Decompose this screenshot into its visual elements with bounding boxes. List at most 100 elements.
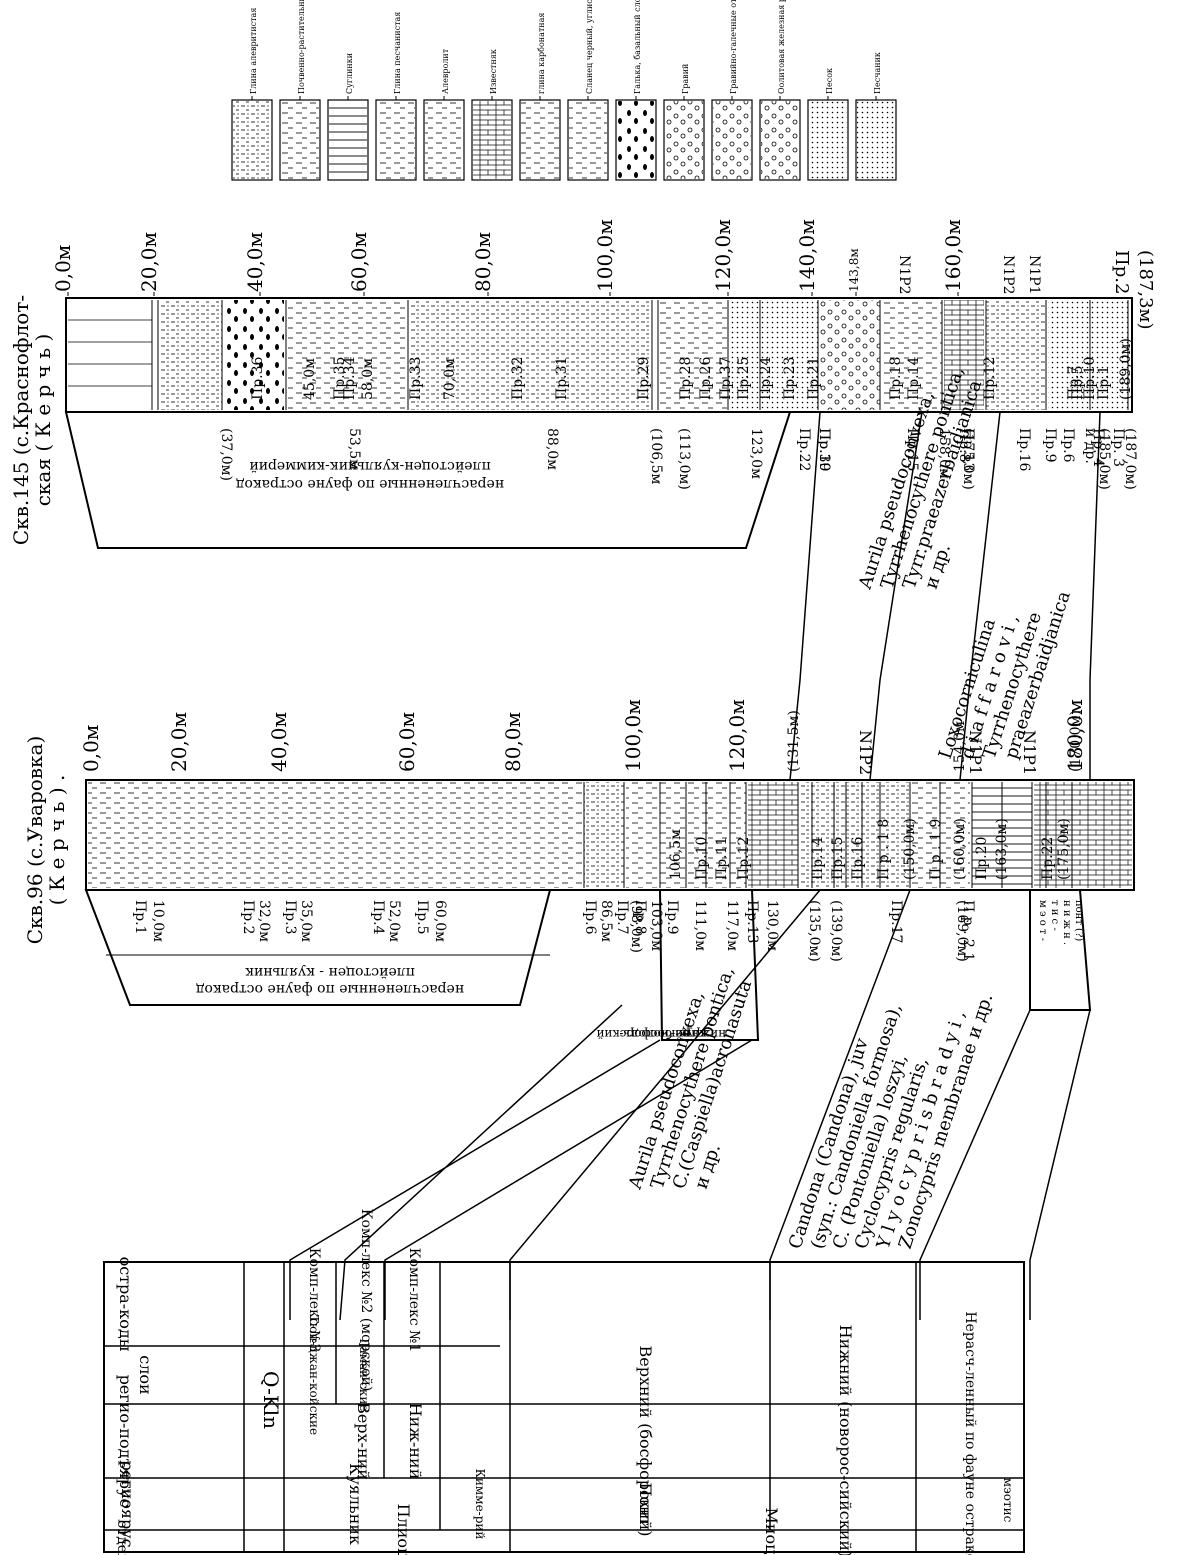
strat-table-text: остра-коды xyxy=(116,1257,135,1352)
well-145-sample-label: 70,0м xyxy=(442,358,458,400)
well-96-sample-label-lower: (98,0м) xyxy=(628,900,644,953)
legend-label: Галька, базальный слой xyxy=(633,0,642,94)
legend-label: Глина алевритистая xyxy=(249,8,258,94)
well-145-sample-label: Пр.25 xyxy=(736,357,752,400)
strat-table-text: Куяльник xyxy=(346,1463,365,1545)
well-96-sample-label-lower: Пр.6 xyxy=(582,900,598,935)
well-145-sample-label: Пр.26 xyxy=(698,356,714,400)
well-96: нерасчлененные по фауне остракод плейсто… xyxy=(23,736,1135,1041)
well-96-sample-label-lower: Пр.3 xyxy=(282,900,298,935)
legend-label: Алевролит xyxy=(441,48,450,94)
strat-table-text: Гаман-ские xyxy=(357,1339,371,1412)
well-145-sample-label: Пр.35 xyxy=(332,357,348,400)
well-96-sample-label-lower: Пр.8 xyxy=(632,900,648,935)
well-145-sample-label: 45,0м xyxy=(302,358,318,400)
well-96-sample-label-lower: 32,0м xyxy=(256,900,272,942)
well-145-sample-label-lower: (113,0м) xyxy=(676,428,692,490)
legend-swatch-fill xyxy=(281,101,319,179)
well-96-bosfor-text: региоподъ- xyxy=(619,1027,690,1041)
well-96-sample-label: (175,0м) xyxy=(1056,818,1072,880)
strat-table-text: Понт xyxy=(636,1482,655,1525)
well-96-sample-label-lower: (135,0м) xyxy=(806,900,822,962)
well-145-sample-label-lower: 123,0м xyxy=(748,428,764,479)
strat-table-text: Верх-ний xyxy=(354,1402,373,1480)
legend-swatch-fill xyxy=(473,101,511,179)
well-96-depth-label: 60,0м xyxy=(395,712,419,772)
well-145-sample-label: Пр.1 xyxy=(1096,365,1112,400)
well-145-box-text-1: нерасчлененные по фауне остракод xyxy=(235,476,504,492)
strat-table-text: регио-подъярус xyxy=(116,1375,135,1508)
well-145-sample-label: Пр.32 xyxy=(510,357,526,400)
well-145-sample-label: Пр.34 xyxy=(342,356,358,400)
well-96-sample-label-lower: Пр.2 xyxy=(240,900,256,935)
legend-swatch-fill xyxy=(857,101,895,179)
well-96-sample-label: 106,5м xyxy=(668,829,684,880)
well-145-sample-label-lower: Пр.9 xyxy=(1042,428,1058,463)
legend-swatch-fill xyxy=(617,101,655,179)
well-96-title-1: Скв.96 (с.Уваровка) xyxy=(23,736,47,945)
strat-table-text: Кимме-рий xyxy=(473,1469,487,1540)
well-145-sample-label: Пр.12 xyxy=(982,357,998,400)
legend-label: Оолитовая железная руда xyxy=(777,0,786,94)
well-145-depth-label: 100,0м xyxy=(593,219,617,292)
well-145-bottom-depth: (187,3м) xyxy=(1135,250,1156,330)
well-96-box-text-1: нерасчлененные по фауне остракод xyxy=(195,981,464,997)
well-96-box-text-2: плейстоцен - куяльник xyxy=(245,964,415,980)
strat-table-text: Ниж-ний xyxy=(406,1403,425,1480)
legend-label: Почвенно-растительный слой xyxy=(297,0,306,94)
well-145-unit-box xyxy=(64,411,792,549)
well-96-sample-label-lower: Пр.1 xyxy=(132,900,148,935)
legend-label: Гравийно-галечные отложения xyxy=(729,0,738,94)
well-96-sample-label: Пр.10 xyxy=(694,837,710,880)
well-96-sample-label: (163,0м) xyxy=(994,818,1010,880)
strat-table-text: Комп-лекс №1 xyxy=(406,1248,422,1353)
well-145-depth-label: 80,0м xyxy=(471,232,495,292)
well-145-sample-label-lower: Пр.16 xyxy=(1016,428,1032,472)
well-96-bosfor-text: нижний xyxy=(675,1027,726,1041)
well-145-sample-label: Пр.36 xyxy=(250,356,266,400)
strat-table-frame xyxy=(103,1261,1025,1553)
well-145-sample-label: Пр.33 xyxy=(408,357,424,400)
legend-label: Песчаник xyxy=(873,52,882,94)
well-145-sample-label: Пр.29 xyxy=(636,357,652,400)
well-96-meotis-text: н и ж н . xyxy=(1061,900,1072,945)
well-145-sample-label: Пр.7 xyxy=(1066,365,1082,400)
well-96-sample-label: П р . 1 9 xyxy=(928,819,944,880)
well-96-sample-label: Пр.15 xyxy=(830,837,846,880)
well-96-sample-label: Пр.14 xyxy=(810,836,826,880)
well-145-sample-label: Пр.28 xyxy=(678,357,694,400)
legend-swatch-fill xyxy=(425,101,463,179)
well-96-sample-label-lower: Пр.4 xyxy=(370,900,386,935)
legend-swatch-fill xyxy=(233,101,271,179)
legend-label: Суглинки xyxy=(345,53,354,94)
well-145-sample-label: Пр.23 xyxy=(782,357,798,400)
well-145-sample-label: Пр.24 xyxy=(758,356,774,400)
well-145-sample-label: Пр.21 xyxy=(806,357,822,400)
well-96-np-label: N1P2 xyxy=(856,730,875,775)
well-96-title-2: ( К е р ч ь ) . xyxy=(45,775,69,906)
strat-table-text: Тюп-джан-койские xyxy=(307,1315,321,1435)
legend-swatch-fill xyxy=(809,101,847,179)
legend-label: Сланец черный, углистый xyxy=(585,0,594,94)
well-96-sample-label-lower: Пр.9 xyxy=(664,900,680,935)
well-96-sample-label: П р . 1 8 xyxy=(876,819,892,880)
well-145-sample-label-lower: Пр.30 xyxy=(816,428,832,471)
well-145-sample-label-lower: Пр. 3 xyxy=(1110,428,1126,467)
well-145-depth-label: 0,0м xyxy=(51,245,75,292)
well-96-sample-label-lower: 103,0м xyxy=(648,900,664,951)
well-96-sample-label-lower: (139,0м) xyxy=(828,900,844,962)
well-96-sample-label-lower: Пр.13 xyxy=(744,900,760,943)
well-145-sample-label: 58,0м xyxy=(360,358,376,400)
well-96-sample-label-lower: 117,0м xyxy=(724,900,740,951)
well-96-sample-label-lower: Пр.5 xyxy=(414,900,430,935)
well-96-sample-label-lower: 86,5м xyxy=(598,900,614,942)
well-145-np-label: N1P2 xyxy=(896,255,912,294)
well-145-sample-label-lower: Пр.19 xyxy=(816,428,832,471)
legend-label: глина карбонатная xyxy=(537,13,546,94)
well-145-depth-label: 160,0м xyxy=(941,219,965,292)
well-145-depth-label: 40,0м xyxy=(243,232,267,292)
well-96-sample-label-lower: Пр.17 xyxy=(888,900,904,943)
legend-label: Песок xyxy=(825,68,834,94)
